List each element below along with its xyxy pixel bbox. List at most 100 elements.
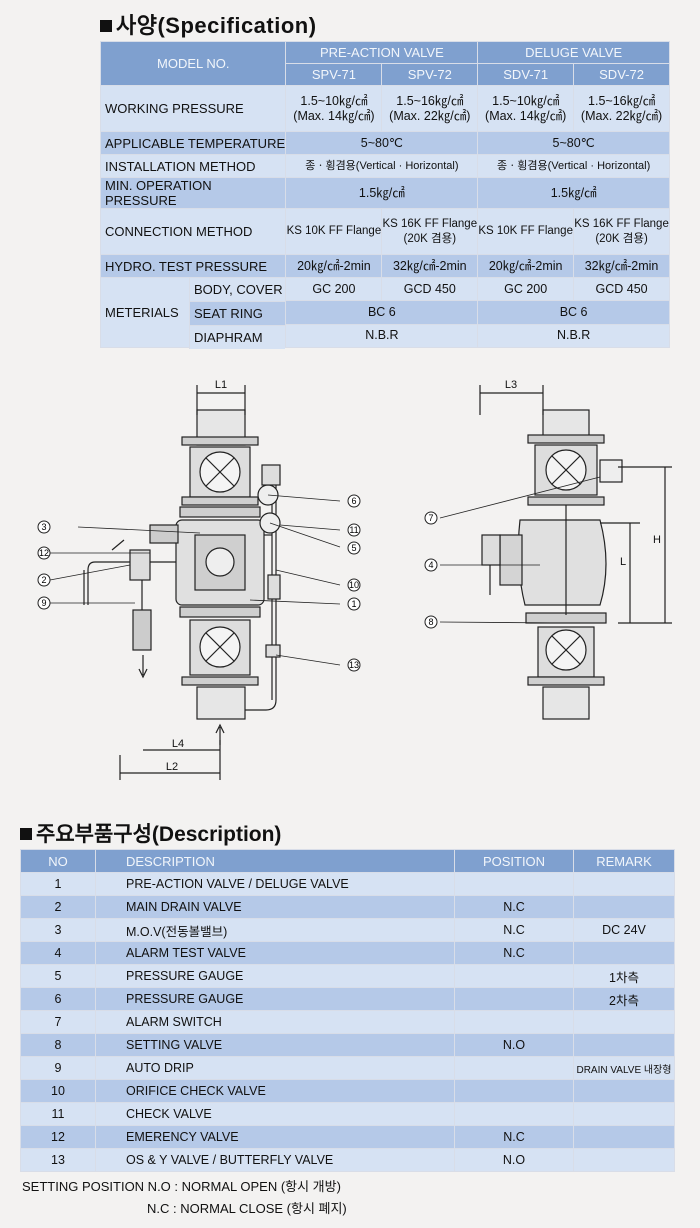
cell-no: 6 xyxy=(20,987,96,1011)
cell-description: M.O.V(전동볼밸브) xyxy=(95,918,455,942)
front-view xyxy=(83,385,281,780)
cell-position xyxy=(454,1079,574,1103)
callout-11: 11 xyxy=(347,523,361,537)
desc-heading: 주요부품구성(Description) xyxy=(20,818,281,848)
body-cell: GCD 450 xyxy=(573,276,670,302)
installation-row: INSTALLATION METHOD 종ㆍ횡겸용(Vertical · Hor… xyxy=(99,154,670,178)
cell-position xyxy=(454,1102,574,1126)
svg-text:2: 2 xyxy=(41,575,46,585)
pre-action-label: PRE-ACTION VALVE xyxy=(285,41,479,64)
cell-position xyxy=(454,872,574,896)
svg-text:12: 12 xyxy=(39,548,49,558)
square-bullet-icon xyxy=(100,20,112,32)
installation-label: INSTALLATION METHOD xyxy=(99,154,287,178)
cell-remark xyxy=(573,1079,675,1103)
cell-no: 10 xyxy=(20,1079,96,1103)
col-description: DESCRIPTION xyxy=(95,849,455,873)
body-cell: GC 200 xyxy=(477,276,575,302)
materials-cell: METERIALS BODY, COVER SEAT RING DIAPHRAM xyxy=(99,277,287,349)
diaphram-label: DIAPHRAM xyxy=(189,325,286,349)
cell-description: ORIFICE CHECK VALVE xyxy=(95,1079,455,1103)
connection-row: CONNECTION METHOD KS 10K FF Flange KS 16… xyxy=(99,208,670,255)
callout-1: 1 xyxy=(347,597,361,611)
temperature-row: APPLICABLE TEMPERATURE 5~80℃ 5~80℃ xyxy=(99,131,670,155)
body-cover-row: METERIALS BODY, COVER SEAT RING DIAPHRAM… xyxy=(99,276,670,349)
min-pressure-label: MIN. OPERATION PRESSURE xyxy=(99,177,287,209)
temperature-pre: 5~80℃ xyxy=(285,131,479,155)
callout-3: 3 xyxy=(37,520,51,534)
cell-remark xyxy=(573,872,675,896)
diaphram-deluge: N.B.R xyxy=(477,323,670,349)
body-cell: GCD 450 xyxy=(381,276,479,302)
min-pressure-pre: 1.5㎏/㎠ xyxy=(285,177,479,209)
cell-no: 2 xyxy=(20,895,96,919)
cell-no: 8 xyxy=(20,1033,96,1057)
cell-no: 5 xyxy=(20,964,96,988)
dim-l2: L2 xyxy=(166,761,178,773)
cell-description: EMERENCY VALVE xyxy=(95,1125,455,1149)
working-pressure-row: WORKING PRESSURE 1.5~10㎏/㎠(Max. 14㎏/㎠) 1… xyxy=(99,85,670,132)
temperature-deluge: 5~80℃ xyxy=(477,131,670,155)
cell-no: 4 xyxy=(20,941,96,965)
callout-12: 12 xyxy=(37,546,51,560)
cell-no: 1 xyxy=(20,872,96,896)
dim-l3: L3 xyxy=(505,379,517,391)
callout-7: 7 xyxy=(424,511,438,525)
cell-no: 12 xyxy=(20,1125,96,1149)
square-bullet-icon xyxy=(20,828,32,840)
cell-remark xyxy=(573,1148,675,1172)
callout-6: 6 xyxy=(347,494,361,508)
wp-cell: 1.5~10㎏/㎠(Max. 14㎏/㎠) xyxy=(285,85,383,132)
cell-position xyxy=(454,1056,574,1080)
cell-remark: DC 24V xyxy=(573,918,675,942)
spec-table: MODEL NO. PRE-ACTION VALVE DELUGE VALVE … xyxy=(99,41,670,349)
cell-description: CHECK VALVE xyxy=(95,1102,455,1126)
hydro-cell: 32㎏/㎠-2min xyxy=(573,254,670,278)
connection-label: CONNECTION METHOD xyxy=(99,208,287,255)
cell-position xyxy=(454,1010,574,1034)
svg-text:1: 1 xyxy=(351,599,356,609)
svg-text:13: 13 xyxy=(349,660,359,670)
svg-text:4: 4 xyxy=(428,560,433,570)
cell-no: 9 xyxy=(20,1056,96,1080)
cell-position: N.C xyxy=(454,918,574,942)
wp-cell: 1.5~16㎏/㎠(Max. 22㎏/㎠) xyxy=(381,85,479,132)
cell-description: OS & Y VALVE / BUTTERFLY VALVE xyxy=(95,1148,455,1172)
cell-no: 3 xyxy=(20,918,96,942)
callouts: 1 2 3 4 5 6 7 8 9 10 11 12 13 xyxy=(37,494,438,672)
hydro-cell: 20㎏/㎠-2min xyxy=(285,254,383,278)
cell-description: ALARM SWITCH xyxy=(95,1010,455,1034)
model-spv72: SPV-72 xyxy=(381,63,479,86)
callout-8: 8 xyxy=(424,615,438,629)
connection-cell: KS 16K FF Flange(20K 겸용) xyxy=(573,208,670,255)
callout-10: 10 xyxy=(347,578,361,592)
dim-h: H xyxy=(653,534,661,546)
callout-9: 9 xyxy=(37,596,51,610)
model-spv71: SPV-71 xyxy=(285,63,383,86)
callout-4: 4 xyxy=(424,558,438,572)
valve-assembly-drawing: 1 2 3 4 5 6 7 8 9 10 11 12 13 L1 L4 L2 L… xyxy=(37,379,672,780)
cell-description: PRESSURE GAUGE xyxy=(95,964,455,988)
callout-13: 13 xyxy=(347,658,361,672)
col-position: POSITION xyxy=(454,849,574,873)
spec-heading: 사양(Specification) xyxy=(100,8,317,40)
cell-position: N.C xyxy=(454,895,574,919)
col-remark: REMARK xyxy=(573,849,675,873)
cell-description: AUTO DRIP xyxy=(95,1056,455,1080)
cell-position xyxy=(454,964,574,988)
svg-text:7: 7 xyxy=(428,513,433,523)
connection-cell: KS 10K FF Flange xyxy=(285,208,383,255)
cell-remark xyxy=(573,1125,675,1149)
cell-description: ALARM TEST VALVE xyxy=(95,941,455,965)
body-cover-label: BODY, COVER xyxy=(189,278,286,301)
footer-line-2: N.C : NORMAL CLOSE (항시 폐지) xyxy=(147,1201,347,1216)
cell-position: N.O xyxy=(454,1148,574,1172)
col-no: NO xyxy=(20,849,96,873)
